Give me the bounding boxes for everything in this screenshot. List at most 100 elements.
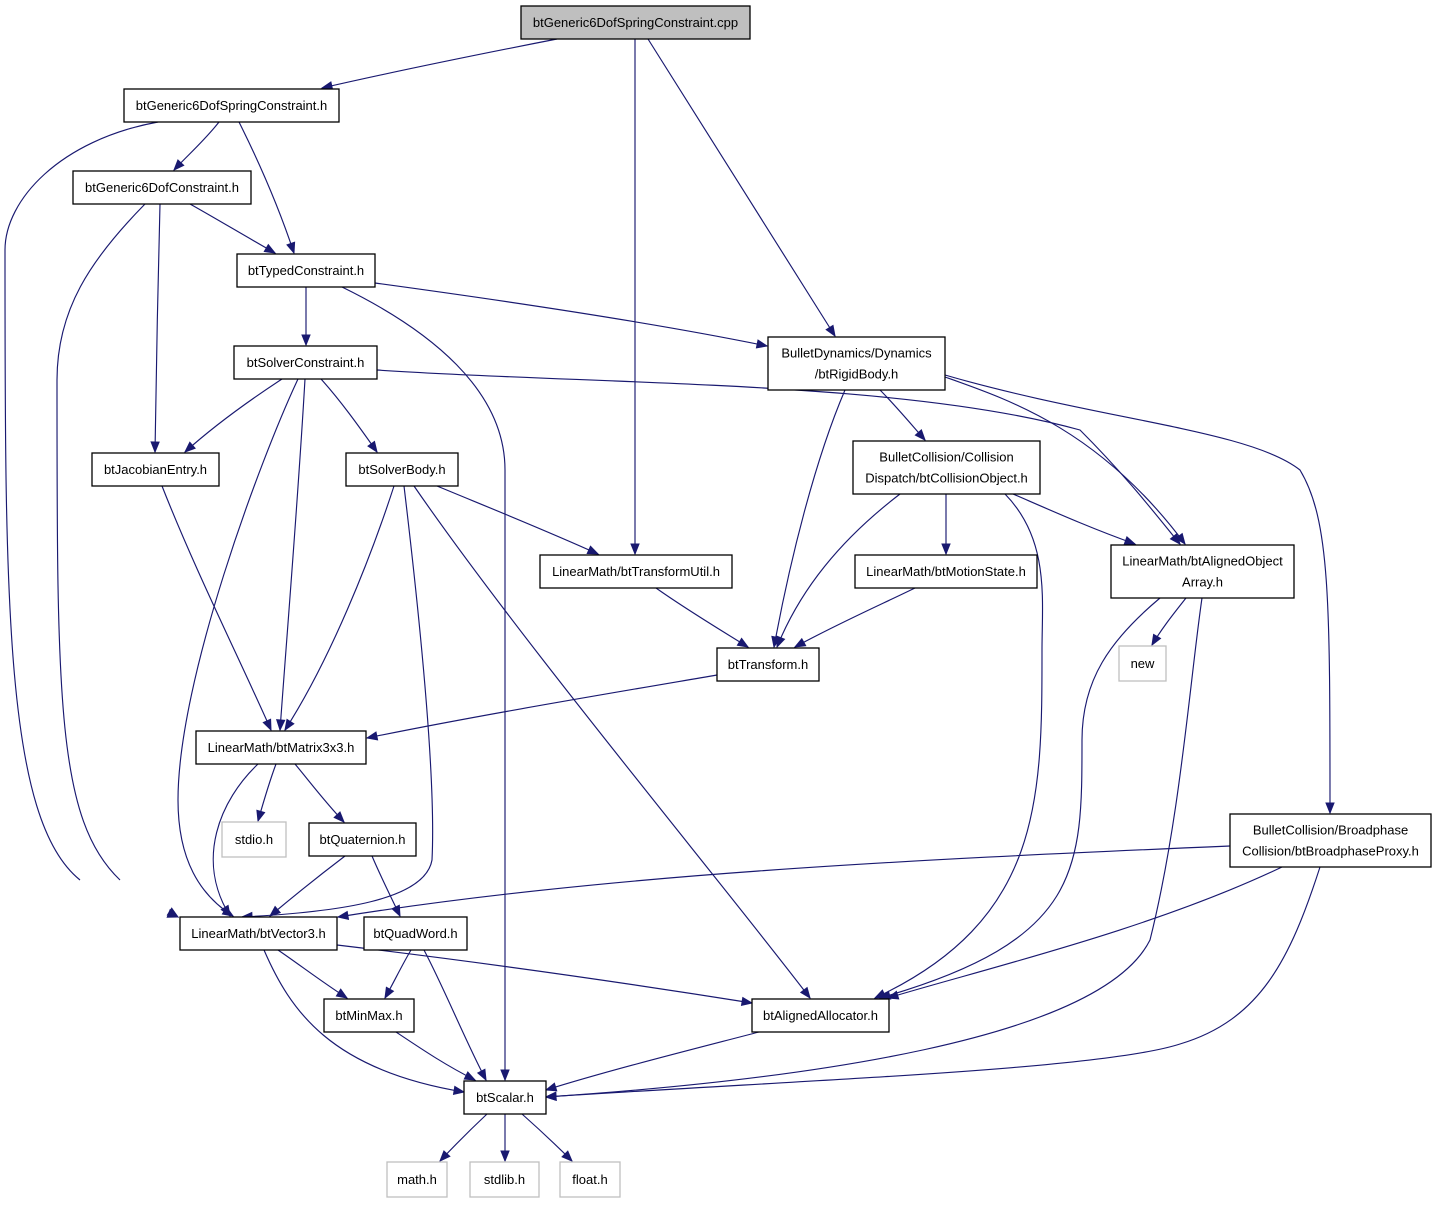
node-quadword[interactable]: btQuadWord.h xyxy=(363,916,468,951)
node-alloc[interactable]: btAlignedAllocator.h xyxy=(751,998,890,1033)
arrowhead xyxy=(755,339,769,349)
node-solverc[interactable]: btSolverConstraint.h xyxy=(233,345,378,380)
node-label: stdlib.h xyxy=(484,1172,525,1187)
edge-quadword-to-scalar xyxy=(423,949,487,1082)
node-label: Array.h xyxy=(1182,575,1223,590)
arrowhead xyxy=(263,243,277,254)
node-label: btTransform.h xyxy=(728,657,808,672)
node-solverbody[interactable]: btSolverBody.h xyxy=(345,452,459,487)
node-label: float.h xyxy=(572,1172,607,1187)
edge-g6dof-to-typed xyxy=(189,203,277,254)
arrowhead xyxy=(1123,536,1137,545)
arrowhead xyxy=(439,1150,451,1162)
edge-line xyxy=(184,378,283,453)
edge-rigid-to-transform xyxy=(771,389,846,649)
edge-quat-to-quadword xyxy=(371,855,401,918)
node-box xyxy=(767,336,946,391)
node-box xyxy=(123,88,340,123)
node-typed[interactable]: btTypedConstraint.h xyxy=(236,253,376,288)
arrowhead xyxy=(367,440,378,454)
edge-aligned-to-new xyxy=(1151,597,1187,647)
arrowhead xyxy=(268,905,282,917)
node-label: new xyxy=(1131,656,1155,671)
node-vector[interactable]: LinearMath/btVector3.h xyxy=(179,916,338,951)
edge-solverc-to-matrix xyxy=(275,378,306,732)
node-root[interactable]: btGeneric6DofSpringConstraint.cpp xyxy=(520,5,751,40)
edge-line xyxy=(366,674,718,739)
edge-line xyxy=(776,493,901,648)
edge-line xyxy=(647,38,836,337)
edge-line xyxy=(241,485,434,918)
edge-transutil-to-transform xyxy=(655,587,750,648)
edge-line xyxy=(773,389,846,648)
arrowhead xyxy=(333,811,345,823)
node-box xyxy=(179,916,338,951)
node-springh[interactable]: btGeneric6DofSpringConstraint.h xyxy=(123,88,340,123)
node-box xyxy=(195,730,367,765)
arrowhead xyxy=(452,1085,466,1095)
edge-root-to-rigid xyxy=(647,38,836,338)
edge-collobj-to-aligned xyxy=(1012,493,1137,545)
edge-line xyxy=(423,949,487,1081)
edge-springh-to-typed xyxy=(238,121,296,255)
node-label: btScalar.h xyxy=(476,1090,534,1105)
edge-collobj-to-motion xyxy=(941,494,951,556)
arrowhead xyxy=(500,1150,510,1163)
edge-solverbody-to-transutil xyxy=(436,485,600,555)
edge-scalar-to-math xyxy=(439,1113,488,1162)
node-minmax[interactable]: btMinMax.h xyxy=(323,998,415,1033)
arrowhead xyxy=(463,1071,477,1081)
edge-rigid-to-broad xyxy=(944,374,1335,815)
edge-line xyxy=(944,376,1186,545)
edge-solverc-to-aligned xyxy=(376,369,1181,546)
node-transutil[interactable]: LinearMath/btTransformUtil.h xyxy=(539,554,733,589)
node-collobj[interactable]: BulletCollision/CollisionDispatch/btColl… xyxy=(852,440,1041,495)
node-broad[interactable]: BulletCollision/BroadphaseCollision/btBr… xyxy=(1229,813,1432,868)
node-quat[interactable]: btQuaternion.h xyxy=(308,822,417,857)
node-label: BulletCollision/Collision xyxy=(879,450,1013,465)
node-box xyxy=(345,452,459,487)
arrowhead xyxy=(799,986,811,1000)
arrowhead xyxy=(561,1150,573,1162)
node-rigid[interactable]: BulletDynamics/Dynamics/btRigidBody.h xyxy=(767,336,946,391)
edge-broad-to-scalar xyxy=(544,866,1321,1102)
nodes-layer: btGeneric6DofSpringConstraint.cpp btGener… xyxy=(72,5,1432,1198)
node-transform[interactable]: btTransform.h xyxy=(716,647,820,682)
edge-line xyxy=(944,374,1331,814)
edge-line xyxy=(879,597,1161,999)
arrowhead xyxy=(740,996,754,1007)
node-box xyxy=(852,440,1041,495)
node-box xyxy=(386,1161,448,1198)
edge-rigid-to-aligned xyxy=(944,376,1186,546)
edge-aligned-to-alloc xyxy=(878,597,1161,1000)
node-jacobian[interactable]: btJacobianEntry.h xyxy=(91,452,220,487)
edge-line xyxy=(1012,493,1136,545)
node-box xyxy=(233,345,378,380)
arrowhead xyxy=(1174,532,1186,546)
arrowhead xyxy=(630,543,640,556)
edge-collobj-to-transform xyxy=(776,493,901,649)
node-box xyxy=(559,1161,621,1198)
edge-root-to-springh xyxy=(320,38,558,91)
edge-line xyxy=(374,282,768,347)
node-box xyxy=(520,5,751,40)
edge-line xyxy=(794,587,916,648)
node-motion[interactable]: LinearMath/btMotionState.h xyxy=(854,554,1038,589)
edge-rigid-to-collobj xyxy=(879,389,926,442)
node-label: BulletCollision/Broadphase xyxy=(1253,823,1408,838)
arrowhead xyxy=(544,1082,558,1092)
edge-transform-to-matrix xyxy=(365,674,718,741)
node-label: LinearMath/btAlignedObject xyxy=(1122,554,1283,569)
node-scalar[interactable]: btScalar.h xyxy=(463,1080,547,1115)
node-g6dof[interactable]: btGeneric6DofConstraint.h xyxy=(72,170,252,205)
node-matrix[interactable]: LinearMath/btMatrix3x3.h xyxy=(195,730,367,765)
edge-line xyxy=(238,121,295,254)
edge-line xyxy=(212,763,259,917)
node-box xyxy=(854,554,1038,589)
edge-alloc-to-scalar xyxy=(544,1031,760,1092)
edge-line xyxy=(263,949,465,1093)
edge-line xyxy=(341,286,506,1080)
node-label: btMinMax.h xyxy=(335,1008,402,1023)
edge-vector-to-minmax xyxy=(277,949,349,999)
